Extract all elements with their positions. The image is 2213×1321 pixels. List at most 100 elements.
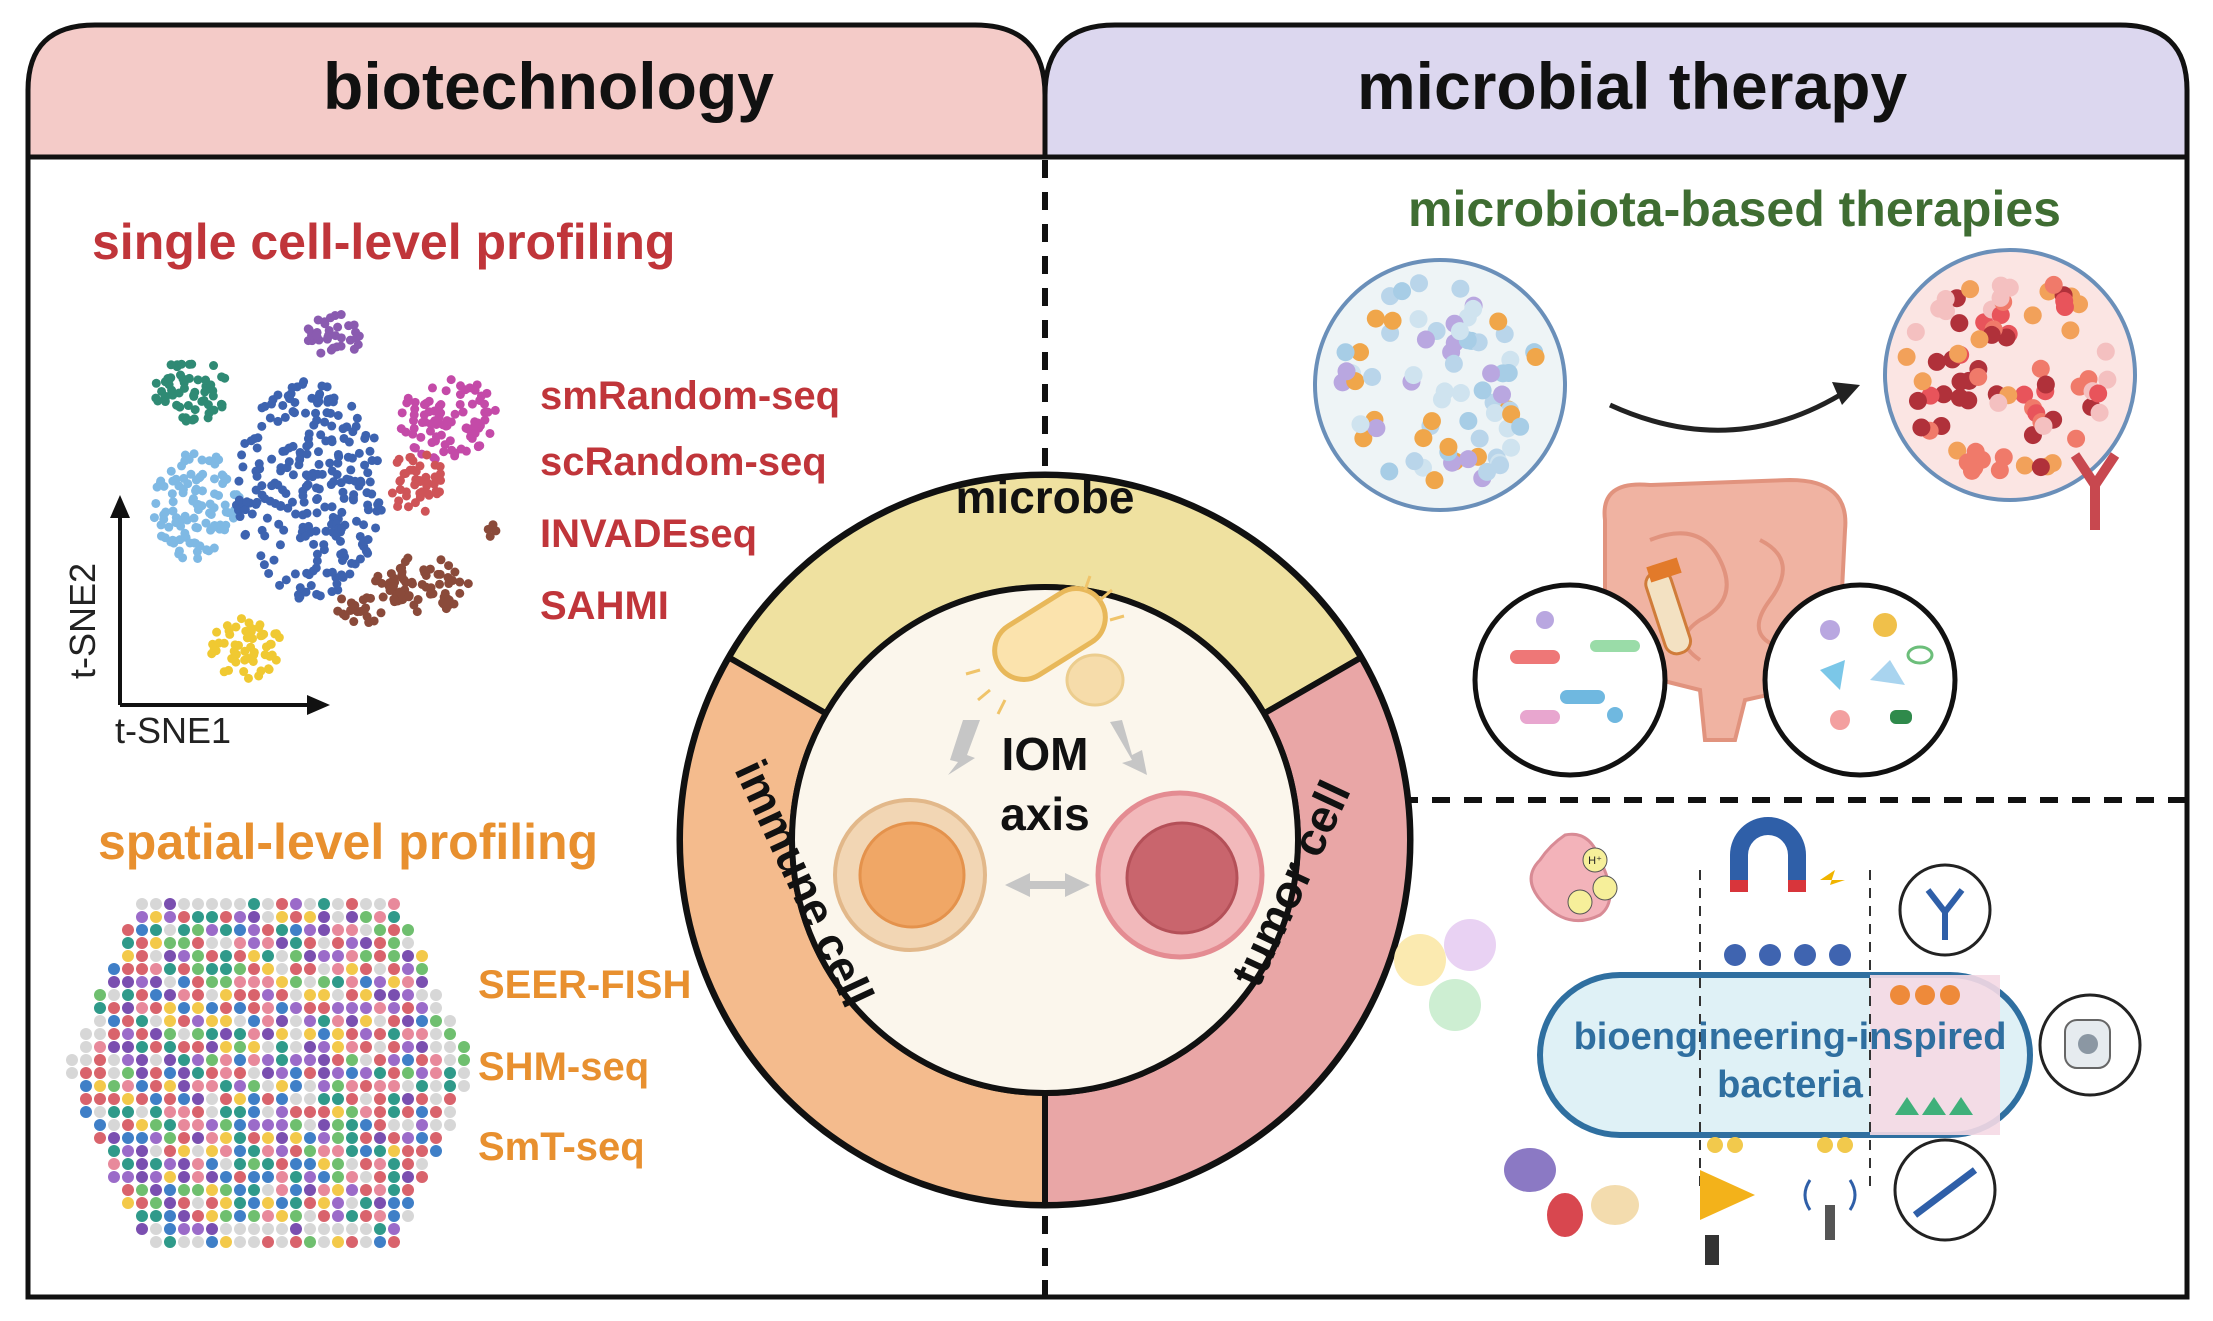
spatial-spot — [248, 1093, 260, 1105]
spatial-spot — [220, 1158, 232, 1170]
spatial-spot — [332, 1119, 344, 1131]
tsne-axes — [110, 495, 330, 715]
spatial-spot — [290, 1132, 302, 1144]
tsne-point — [337, 507, 347, 517]
spatial-spot — [360, 1210, 372, 1222]
tsne-point — [344, 321, 354, 331]
method-shm-seq: SHM-seq — [478, 1045, 650, 1089]
spatial-spot — [108, 989, 120, 1001]
tumor-cell-dot — [1478, 462, 1497, 481]
spatial-spot — [318, 989, 330, 1001]
tsne-point — [312, 493, 322, 503]
spatial-spot — [150, 1002, 162, 1014]
tsne-point — [260, 531, 270, 541]
outer-frame — [25, 154, 2190, 1300]
spatial-spot — [122, 1197, 134, 1209]
tsne-point — [281, 488, 291, 498]
spatial-spot — [206, 1132, 218, 1144]
spatial-spot — [178, 1132, 190, 1144]
spatial-spot — [360, 1015, 372, 1027]
spatial-spot — [374, 1223, 386, 1235]
tsne-point — [273, 390, 283, 400]
spatial-spot — [402, 963, 414, 975]
spatial-spot — [164, 1158, 176, 1170]
spatial-spot — [164, 1171, 176, 1183]
tumor-cell-dot — [1489, 312, 1508, 331]
spatial-spot — [416, 1132, 428, 1144]
tsne-point — [342, 474, 352, 484]
spatial-spot — [262, 1132, 274, 1144]
spatial-spot — [388, 1223, 400, 1235]
tsne-point — [343, 452, 353, 462]
tumor-cell-dot — [1950, 314, 1969, 333]
spatial-spot — [122, 1015, 134, 1027]
spatial-spot — [444, 1119, 456, 1131]
spatial-spot — [290, 950, 302, 962]
spatial-spot — [430, 989, 442, 1001]
spatial-spot — [360, 1223, 372, 1235]
spatial-spot — [192, 937, 204, 949]
spatial-spot — [276, 924, 288, 936]
tsne-point — [467, 399, 477, 409]
tsne-point — [191, 522, 201, 532]
tumor-cell-dot — [1459, 411, 1478, 430]
tumor-cell-dot — [2036, 375, 2055, 394]
left-header-tab — [25, 22, 1048, 160]
spatial-spot — [374, 1106, 386, 1118]
tsne-point — [311, 408, 321, 418]
tsne-point — [345, 569, 355, 579]
tumor-cell-dot — [1934, 385, 1953, 404]
spatial-spot — [206, 1158, 218, 1170]
tsne-point — [247, 509, 257, 519]
spatial-spot — [178, 950, 190, 962]
spatial-spot — [318, 1015, 330, 1027]
spatial-spot — [374, 1002, 386, 1014]
tumor-cell-dot — [1969, 367, 1988, 386]
tumor-cell-dot — [1927, 352, 1946, 371]
tumor-cell-dot — [1482, 364, 1501, 383]
spatial-spot — [122, 1002, 134, 1014]
spatial-spot — [94, 1028, 106, 1040]
spatial-spot — [276, 1080, 288, 1092]
spatial-spot — [234, 1106, 246, 1118]
tsne-point — [174, 549, 184, 559]
tsne-point — [388, 581, 398, 591]
tsne-point — [401, 468, 411, 478]
spatial-title: spatial-level profiling — [98, 814, 599, 870]
spatial-spot — [360, 924, 372, 936]
spatial-spot — [220, 1067, 232, 1079]
spatial-spot — [262, 1236, 274, 1248]
spatial-spot — [234, 911, 246, 923]
spatial-spot — [318, 1210, 330, 1222]
spatial-spot — [346, 1158, 358, 1170]
tsne-point — [425, 589, 435, 599]
spatial-spot — [164, 950, 176, 962]
tsne-point — [323, 332, 333, 342]
spatial-spot — [388, 1171, 400, 1183]
microbe-zoom-circle — [1472, 582, 1668, 778]
spatial-spot — [346, 1015, 358, 1027]
spatial-spot — [136, 1132, 148, 1144]
spatial-spot — [234, 1236, 246, 1248]
spatial-spot — [192, 963, 204, 975]
tsne-point — [265, 413, 275, 423]
spatial-spot — [80, 1080, 92, 1092]
spatial-spot — [332, 1132, 344, 1144]
spatial-spot — [192, 911, 204, 923]
spatial-spot — [332, 1067, 344, 1079]
tumor-cell-dot — [1908, 391, 1927, 410]
tsne-point — [490, 405, 500, 415]
spatial-spot — [416, 1067, 428, 1079]
spatial-spot — [346, 1223, 358, 1235]
spatial-spot — [416, 1041, 428, 1053]
tumor-cell-dot — [1906, 322, 1925, 341]
spatial-spot — [360, 1067, 372, 1079]
spatial-spot — [444, 1093, 456, 1105]
interaction-arrows — [948, 720, 1147, 897]
spatial-spot — [458, 1067, 470, 1079]
spatial-spot — [388, 1236, 400, 1248]
spatial-spot — [262, 1054, 274, 1066]
tsne-point — [333, 322, 343, 332]
spatial-spot — [136, 1054, 148, 1066]
